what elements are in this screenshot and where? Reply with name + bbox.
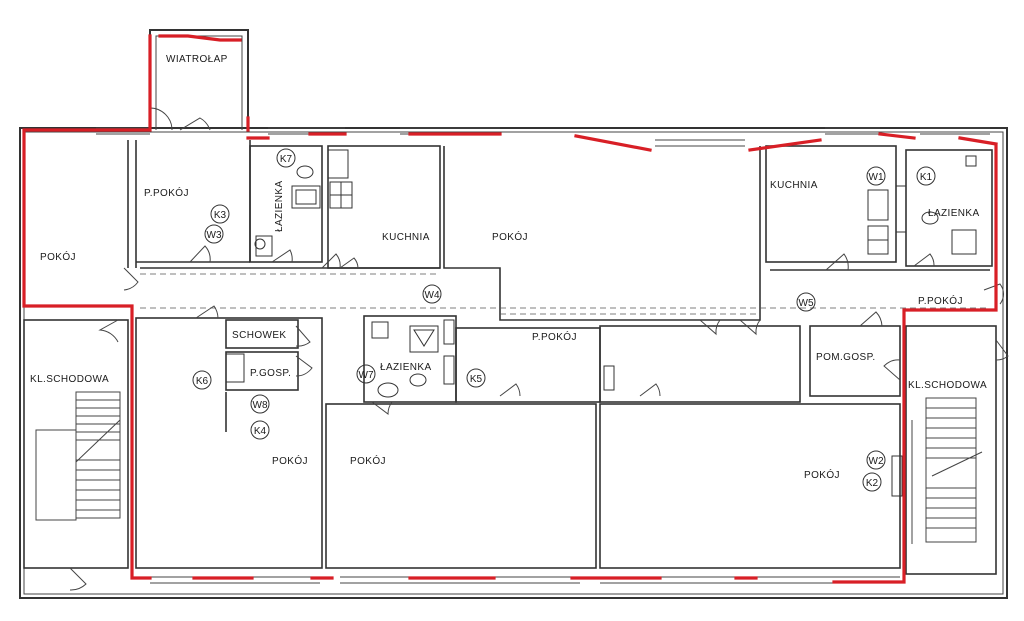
tag-k7: K7 — [276, 148, 296, 168]
room-kuchnia-2: KUCHNIA — [770, 180, 818, 191]
tag-w1: W1 — [866, 166, 886, 186]
stairs-left — [35, 391, 121, 521]
room-lazienka-3: ŁAZIENKA — [380, 362, 432, 373]
tag-w5: W5 — [796, 292, 816, 312]
room-kl-schodowa-right: KL.SCHODOWA — [908, 380, 987, 391]
svg-text:K3: K3 — [214, 210, 227, 221]
tag-k5: K5 — [466, 368, 486, 388]
tag-k6: K6 — [192, 370, 212, 390]
tag-k1: K1 — [916, 166, 936, 186]
svg-text:K6: K6 — [196, 376, 209, 387]
tag-k4: K4 — [250, 420, 270, 440]
svg-text:W5: W5 — [799, 298, 814, 309]
svg-text:K7: K7 — [280, 154, 293, 165]
room-lazienka-2: ŁAZIENKA — [928, 208, 980, 219]
svg-text:W1: W1 — [869, 172, 884, 183]
tag-k2: K2 — [862, 472, 882, 492]
svg-text:K1: K1 — [920, 172, 933, 183]
doors — [69, 107, 1009, 591]
svg-text:W7: W7 — [359, 370, 374, 381]
tag-w3: W3 — [204, 224, 224, 244]
room-pom-gosp: POM.GOSP. — [816, 352, 876, 363]
tag-k3: K3 — [210, 204, 230, 224]
room-p-pokoj-mid: P.POKÓJ — [532, 330, 577, 343]
svg-text:W2: W2 — [869, 456, 884, 467]
room-p-pokoj-right: P.POKÓJ — [918, 294, 963, 307]
svg-text:W4: W4 — [425, 290, 440, 301]
room-kuchnia-1: KUCHNIA — [382, 232, 430, 243]
tag-w2: W2 — [866, 450, 886, 470]
svg-text:K2: K2 — [866, 478, 879, 489]
room-pokoj-b3: POKÓJ — [804, 468, 840, 481]
stairs-right — [911, 397, 983, 544]
room-schowek: SCHOWEK — [232, 330, 286, 341]
svg-text:W3: W3 — [207, 230, 222, 241]
tag-w4: W4 — [422, 284, 442, 304]
tag-w8: W8 — [250, 394, 270, 414]
outer-walls — [19, 29, 1008, 599]
highlighted-walls — [22, 34, 998, 584]
room-p-gosp: P.GOSP. — [250, 368, 291, 379]
tag-w7: W7 — [356, 364, 376, 384]
room-wiatrolap: WIATROŁAP — [166, 54, 228, 65]
svg-text:W8: W8 — [253, 400, 268, 411]
room-pokoj-top-mid: POKÓJ — [492, 230, 528, 243]
room-pokoj-left: POKÓJ — [40, 250, 76, 263]
svg-text:K5: K5 — [470, 374, 483, 385]
circle-tags: K7 K3 W3 W1 K1 W4 W5 K6 W7 K5 W8 K4 W2 K… — [192, 148, 936, 492]
fixtures — [225, 149, 977, 497]
svg-text:K4: K4 — [254, 426, 267, 437]
room-labels: WIATROŁAP POKÓJ P.POKÓJ ŁAZIENKA KUCHNIA… — [30, 54, 987, 481]
room-lazienka-1: ŁAZIENKA — [274, 180, 285, 232]
room-pokoj-b2: POKÓJ — [350, 454, 386, 467]
room-p-pokoj-1: P.POKÓJ — [144, 186, 189, 199]
room-kl-schodowa-left: KL.SCHODOWA — [30, 374, 109, 385]
room-pokoj-b1: POKÓJ — [272, 454, 308, 467]
